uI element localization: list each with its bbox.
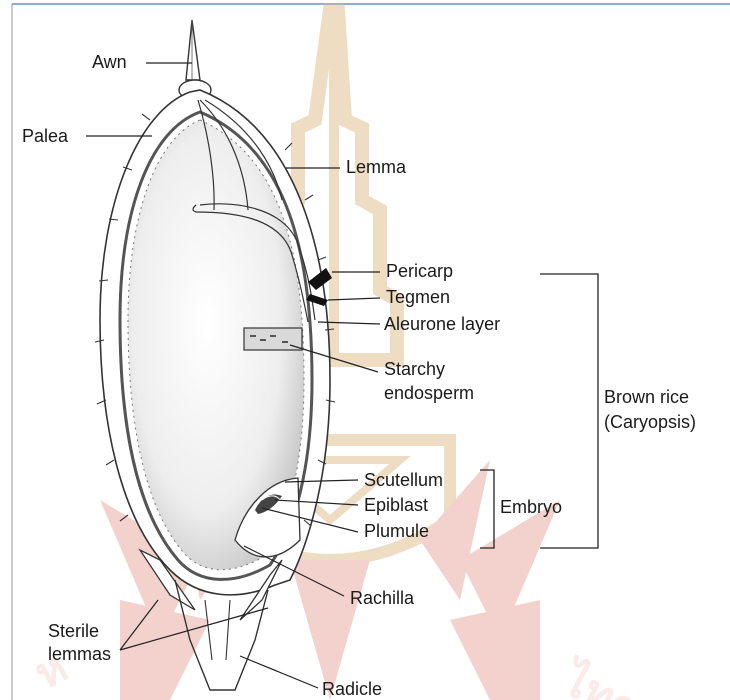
watermark-text-right: ไทร [551, 652, 645, 700]
watermark-ray-right-3 [450, 600, 540, 700]
label-pericarp: Pericarp [386, 261, 453, 281]
label-brown-rice: Brown rice [604, 387, 689, 407]
label-embryo: Embryo [500, 497, 562, 517]
label-endosperm: endosperm [384, 383, 474, 403]
awn-shape [186, 20, 200, 80]
label-palea: Palea [22, 126, 69, 146]
label-starchy: Starchy [384, 359, 445, 379]
lead-radicle [240, 656, 318, 688]
label-rachilla: Rachilla [350, 588, 415, 608]
label-scutellum: Scutellum [364, 470, 443, 490]
label-caryopsis: (Caryopsis) [604, 412, 696, 432]
rachilla-base [175, 580, 268, 690]
label-sterile: Sterile [48, 621, 99, 641]
watermark-ray-left-3 [120, 600, 210, 700]
rachilla-inner [205, 600, 230, 660]
label-tegmen: Tegmen [386, 287, 450, 307]
label-lemma: Lemma [346, 157, 407, 177]
label-epiblast: Epiblast [364, 495, 428, 515]
label-aleurone-layer: Aleurone layer [384, 314, 500, 334]
label-lemmas: lemmas [48, 644, 111, 664]
label-awn: Awn [92, 52, 127, 72]
aleurone-cutaway [244, 328, 302, 350]
label-radicle: Radicle [322, 679, 382, 699]
label-plumule: Plumule [364, 521, 429, 541]
